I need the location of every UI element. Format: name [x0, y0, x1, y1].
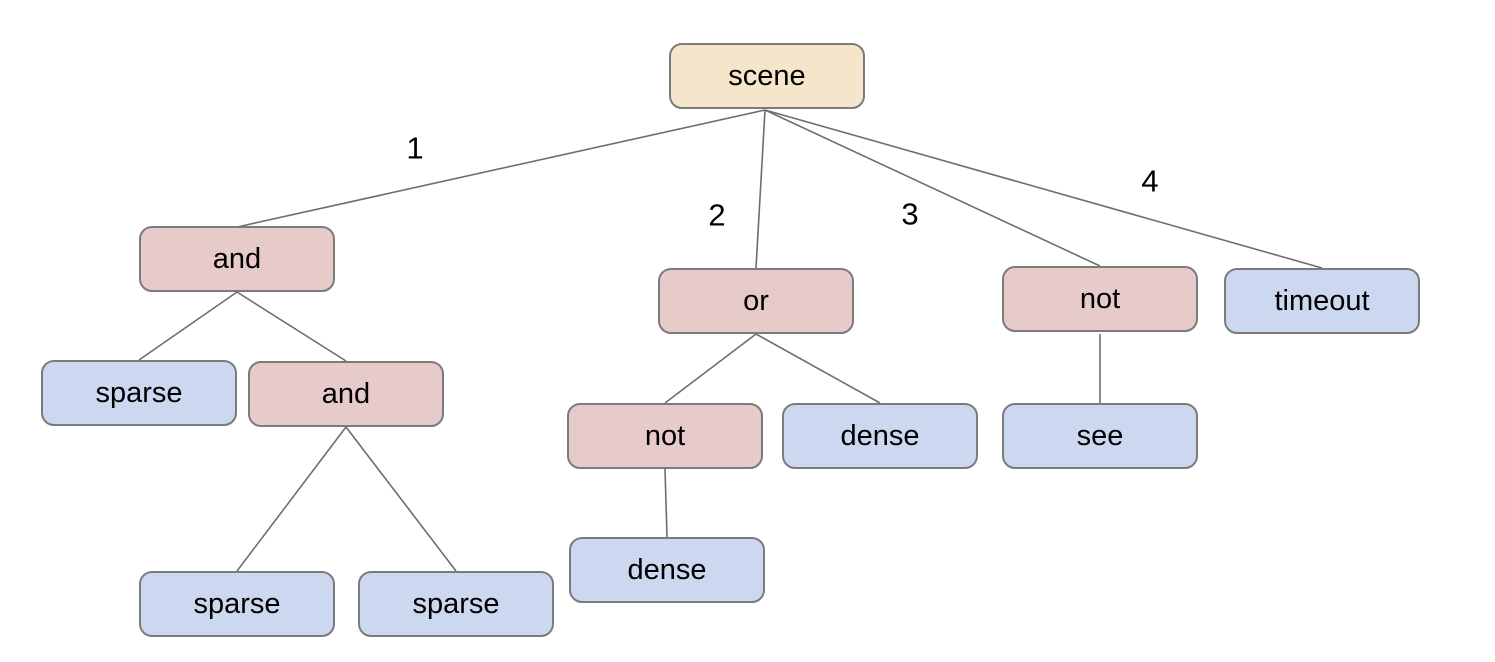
node-dense-1: dense	[782, 403, 978, 469]
node-see: see	[1002, 403, 1198, 469]
edge-scene-and	[236, 109, 766, 228]
node-sparse-2: sparse	[139, 571, 335, 637]
edge-label-1: 1	[406, 130, 424, 166]
edge-and-sparse	[138, 291, 238, 361]
node-timeout: timeout	[1224, 268, 1420, 334]
node-scene: scene	[669, 43, 865, 109]
node-sparse-1: sparse	[41, 360, 237, 426]
edge-scene-or	[755, 109, 766, 269]
edge-or-not	[664, 333, 757, 404]
edge-and2-sparse2	[345, 426, 457, 572]
edge-scene-timeout	[764, 109, 1323, 269]
edge-scene-not	[764, 109, 1101, 267]
node-and-2: and	[248, 361, 444, 427]
edge-label-2: 2	[708, 197, 726, 233]
node-and-1: and	[139, 226, 335, 292]
edge-not-dense	[664, 468, 668, 538]
edge-and-and	[236, 291, 347, 362]
node-not-1: not	[567, 403, 763, 469]
node-not-2: not	[1002, 266, 1198, 332]
edge-label-4: 4	[1141, 163, 1159, 199]
edge-and2-sparse	[236, 426, 347, 572]
edge-label-3: 3	[901, 196, 919, 232]
node-or: or	[658, 268, 854, 334]
node-sparse-3: sparse	[358, 571, 554, 637]
edge-or-dense	[755, 333, 881, 404]
node-dense-2: dense	[569, 537, 765, 603]
